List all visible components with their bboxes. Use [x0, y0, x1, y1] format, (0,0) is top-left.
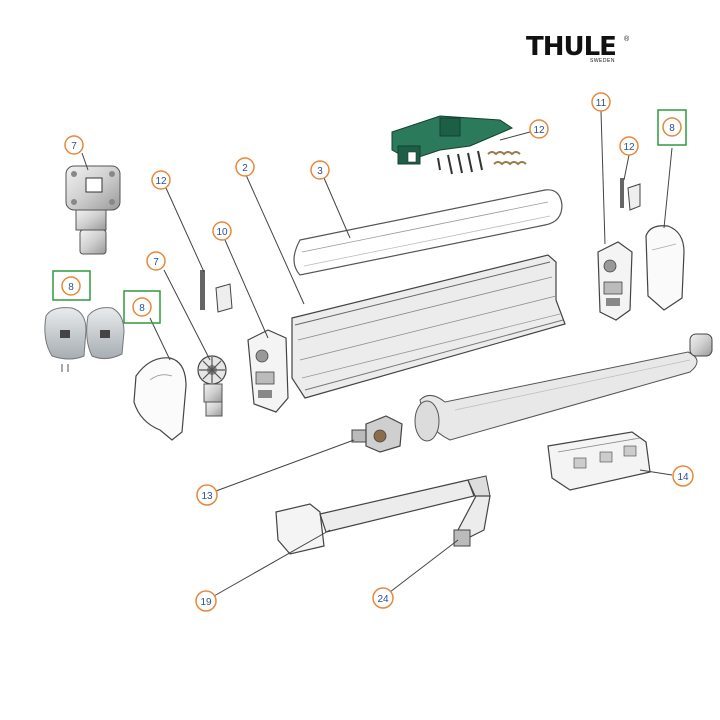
callout-12-top: 12 — [529, 119, 549, 139]
part-arm-elbow — [453, 495, 491, 547]
callout-11: 11 — [591, 92, 611, 112]
part-bracket-right — [597, 241, 633, 321]
callout-12-right: 12 — [619, 136, 639, 156]
part-tube-end-plug — [689, 333, 713, 357]
svg-text:3: 3 — [317, 166, 323, 177]
callout-12-left: 12 — [151, 170, 171, 190]
callout-8-middle-boxed: 8 — [123, 290, 161, 324]
part-folding-arm — [275, 475, 491, 555]
part-end-cap-metal — [65, 165, 121, 255]
part-right-end-cover — [645, 225, 685, 311]
part-awning-fabric — [414, 351, 698, 442]
callout-24: 24 — [372, 587, 394, 609]
svg-text:8: 8 — [669, 123, 675, 134]
callout-7-top: 7 — [64, 135, 84, 155]
part-small-spring-right — [620, 178, 641, 211]
svg-text:8: 8 — [139, 303, 145, 314]
svg-text:14: 14 — [677, 472, 689, 483]
svg-text:10: 10 — [216, 227, 228, 238]
part-base-rail — [547, 431, 651, 491]
svg-text:24: 24 — [377, 594, 389, 605]
logo-brand: THULE — [526, 32, 617, 62]
svg-text:13: 13 — [201, 491, 213, 502]
svg-text:8: 8 — [68, 282, 74, 293]
svg-text:19: 19 — [200, 597, 212, 608]
part-spring-wheel — [197, 355, 227, 417]
part-cassette-profile — [291, 254, 566, 399]
part-bracket-left — [247, 329, 289, 413]
part-gear-drive — [351, 415, 403, 453]
leader-lines — [81, 110, 673, 597]
thule-logo: THULE ® SWEDEN — [526, 32, 636, 66]
svg-text:12: 12 — [623, 142, 635, 153]
svg-text:11: 11 — [596, 98, 607, 109]
callout-13: 13 — [196, 484, 218, 506]
callout-19: 19 — [195, 590, 217, 612]
part-roller-tube — [293, 189, 563, 276]
part-small-spring-bolt — [200, 270, 233, 313]
logo-registered-mark: ® — [624, 36, 630, 43]
callout-2: 2 — [235, 157, 255, 177]
part-green-bracket — [391, 115, 527, 175]
callout-7-middle: 7 — [146, 251, 166, 271]
callout-10: 10 — [212, 221, 232, 241]
part-silver-covers-pair — [44, 307, 125, 372]
svg-text:2: 2 — [242, 163, 248, 174]
svg-text:7: 7 — [153, 257, 159, 268]
logo-subtitle: SWEDEN — [590, 58, 615, 64]
svg-text:7: 7 — [71, 141, 77, 152]
part-white-end-cover — [133, 357, 187, 441]
callout-3: 3 — [310, 160, 330, 180]
svg-text:12: 12 — [533, 125, 545, 136]
svg-text:12: 12 — [155, 176, 167, 187]
callout-8-left-boxed: 8 — [52, 270, 91, 301]
callout-14: 14 — [672, 465, 694, 487]
callout-8-right-boxed: 8 — [657, 109, 687, 146]
